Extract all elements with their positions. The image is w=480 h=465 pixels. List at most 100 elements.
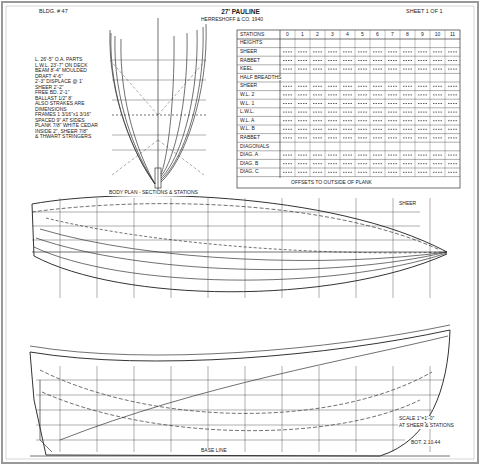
offset-figure xyxy=(433,163,442,164)
station-line xyxy=(171,366,172,452)
drawing-note: AT SHEER & STATIONS xyxy=(398,423,455,429)
offset-figure xyxy=(358,112,367,113)
offset-figure xyxy=(283,60,292,61)
offset-figure xyxy=(358,60,367,61)
drawing-stroke xyxy=(237,39,460,40)
offset-figure xyxy=(328,172,337,173)
offset-figure xyxy=(328,112,337,113)
drawing-note: RABBET xyxy=(239,135,261,141)
station-line xyxy=(208,366,209,452)
station-line xyxy=(60,366,61,452)
offset-figure xyxy=(283,137,292,138)
station-section xyxy=(161,33,187,176)
drawing-note: W.L. A xyxy=(239,118,255,124)
drawing-note: BOT. 2.10.44 xyxy=(410,440,441,446)
drawing-note: 4 xyxy=(345,32,350,38)
offset-figure xyxy=(343,94,352,95)
station-line xyxy=(245,198,246,298)
offset-figure xyxy=(448,129,457,130)
offset-figure xyxy=(313,155,322,156)
offset-figure xyxy=(358,51,367,52)
offset-figure xyxy=(298,163,307,164)
offset-figure xyxy=(403,103,412,104)
offset-figure xyxy=(343,155,352,156)
drawing-note: BODY PLAN - SECTIONS & STATIONS xyxy=(108,190,199,196)
drawing-note: DIAGONALS xyxy=(239,144,270,150)
offset-figure xyxy=(373,129,382,130)
offset-figure xyxy=(418,69,427,70)
offset-figure xyxy=(343,103,352,104)
grid-line xyxy=(32,226,420,227)
drawing-stroke xyxy=(295,30,296,177)
offset-figure xyxy=(313,137,322,138)
offset-figure xyxy=(358,137,367,138)
offset-figure xyxy=(298,112,307,113)
rudder xyxy=(40,380,52,452)
drawing-note: W.L. 2 xyxy=(239,92,255,98)
profile-view xyxy=(30,325,450,456)
drawing-note: HALF BREADTHS xyxy=(239,75,282,81)
offset-figure xyxy=(448,103,457,104)
offset-figure xyxy=(343,112,352,113)
offset-figure xyxy=(418,155,427,156)
offset-figure xyxy=(283,94,292,95)
offset-figure xyxy=(418,163,427,164)
drawing-stroke xyxy=(237,142,460,143)
drawing-stroke xyxy=(237,99,460,100)
offset-figure xyxy=(448,112,457,113)
drawing-note: STATIONS xyxy=(239,32,265,38)
drawing-stroke xyxy=(355,30,356,177)
offset-figure xyxy=(343,86,352,87)
offset-figure xyxy=(418,129,427,130)
offset-figure xyxy=(448,120,457,121)
station-section xyxy=(161,36,174,174)
drawing-note: SCALE 1"=1'-0" xyxy=(398,416,435,422)
station-line xyxy=(171,198,172,298)
offset-figure xyxy=(418,137,427,138)
offset-figure xyxy=(298,103,307,104)
offset-figure xyxy=(433,51,442,52)
station-section xyxy=(161,27,203,180)
offset-figure xyxy=(283,69,292,70)
offset-figure xyxy=(388,129,397,130)
offset-figure xyxy=(313,94,322,95)
offset-figure xyxy=(343,172,352,173)
drawing-stroke xyxy=(237,125,460,126)
drawing-stroke xyxy=(237,133,460,134)
offset-figure xyxy=(433,172,442,173)
offset-figure xyxy=(403,155,412,156)
drawing-stroke xyxy=(237,168,460,169)
drawing-note: W.L. B xyxy=(239,126,256,132)
drawing-stroke xyxy=(415,30,416,177)
offset-figure xyxy=(448,155,457,156)
station-line xyxy=(393,198,394,298)
station-line xyxy=(282,198,283,298)
offset-figure xyxy=(373,60,382,61)
offset-figure xyxy=(388,94,397,95)
offset-figure xyxy=(298,129,307,130)
drawing-note: KEEL xyxy=(239,66,254,72)
drawing-stroke xyxy=(112,60,206,61)
station-line xyxy=(393,366,394,452)
waterline xyxy=(36,440,405,441)
offset-figure xyxy=(433,60,442,61)
offset-figure xyxy=(313,60,322,61)
sheet-frame-inner xyxy=(6,6,474,459)
offset-figure xyxy=(313,86,322,87)
offset-figure xyxy=(373,137,382,138)
offset-figure xyxy=(388,120,397,121)
offset-figure xyxy=(403,129,412,130)
offset-figure xyxy=(343,129,352,130)
drawing-note: SHEER xyxy=(239,49,258,55)
offset-figure xyxy=(388,60,397,61)
drawing-note: 7 xyxy=(390,32,395,38)
drawing-stroke xyxy=(237,47,460,48)
offset-figure xyxy=(283,86,292,87)
station-line xyxy=(97,198,98,298)
drawing-stroke xyxy=(112,80,206,81)
station-section xyxy=(161,24,206,182)
offset-figure xyxy=(328,94,337,95)
offset-figure xyxy=(313,103,322,104)
drawing-note: 5 xyxy=(360,32,365,38)
offset-figure xyxy=(298,69,307,70)
